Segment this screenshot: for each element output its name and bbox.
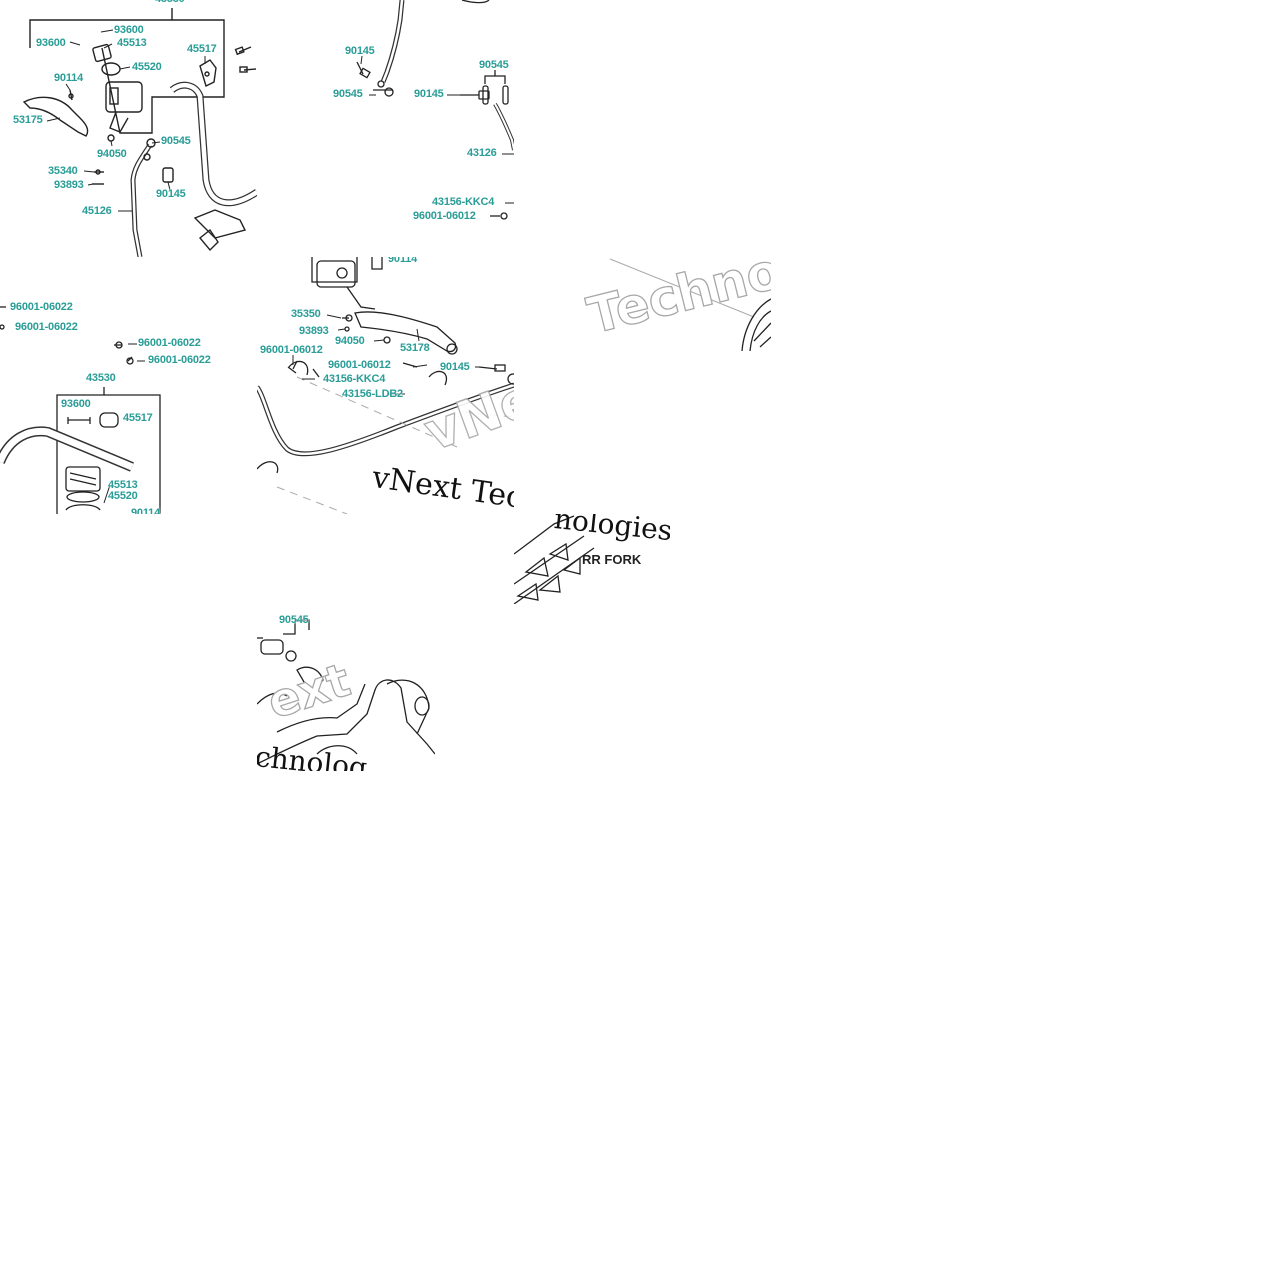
part-label: 90145 (440, 361, 470, 373)
part-label: 90545 (333, 88, 363, 100)
part-label: 43126 (467, 147, 497, 159)
diagram-tile-front-brake-master-cylinder-left: 45530 93600 93600 45513 45520 45517 9011… (0, 0, 257, 257)
part-label: 94050 (335, 335, 365, 347)
part-label: 96001-06012 (328, 359, 391, 371)
part-label: 45530 (155, 0, 185, 5)
part-label: 90145 (156, 188, 186, 200)
part-label: 43530 (86, 372, 116, 384)
diagram-tile-brake-hose: 90145 90545 90545 90145 43126 43156-KKC4… (257, 0, 514, 257)
section-caption: RR FORK (582, 552, 642, 567)
part-label: 94050 (97, 148, 127, 160)
diagram-tile-rear-brake-lever-cable: 90114 35350 93893 94050 53178 96001-0601… (257, 257, 514, 514)
part-label: 90145 (345, 45, 375, 57)
part-label: 93893 (54, 179, 84, 191)
part-label: 35350 (291, 308, 321, 320)
parts-drawing (514, 515, 595, 604)
part-label: 93893 (299, 325, 329, 337)
diagram-tile-rear-fork-bottom: 90545 ext chnolog (257, 604, 435, 771)
diagram-tile-rear-brake-master-cylinder: 96001-06022 96001-06022 96001-06022 9600… (0, 257, 257, 514)
part-label: 90145 (414, 88, 444, 100)
part-label: 43156-KKC4 (432, 196, 495, 208)
part-label: 90545 (479, 59, 509, 71)
part-label: 45517 (187, 43, 217, 55)
part-label: 35340 (48, 165, 78, 177)
parts-drawing (609, 258, 771, 351)
part-label: 45520 (108, 490, 138, 502)
part-label: 53178 (400, 342, 430, 354)
part-label: 96001-06012 (413, 210, 476, 222)
part-label: 96001-06022 (138, 337, 201, 349)
part-label: 45517 (123, 412, 153, 424)
part-label: 93600 (114, 24, 144, 36)
diagram-tile-wheel-watermark: Techno (514, 257, 771, 351)
part-label: 96001-06022 (15, 321, 78, 333)
parts-drawing (22, 8, 257, 257)
part-label: 93600 (61, 398, 91, 410)
diagram-tile-rr-fork: nologies RR FORK (514, 514, 670, 604)
part-label: 90545 (161, 135, 191, 147)
part-label: 96001-06022 (148, 354, 211, 366)
part-label: 90114 (388, 257, 417, 265)
parts-drawing (0, 306, 161, 514)
part-label: 53175 (13, 114, 43, 126)
part-label: 45513 (117, 37, 147, 49)
parts-drawing (257, 257, 514, 514)
part-label: 90545 (279, 614, 309, 626)
part-label: 90114 (54, 72, 83, 84)
part-label: 45513 (108, 479, 138, 491)
part-label: 93600 (36, 37, 66, 49)
part-label: 43156-LDB2 (342, 388, 403, 400)
part-label: 45126 (82, 205, 112, 217)
part-label: 43156-KKC4 (323, 373, 386, 385)
part-label: 45520 (132, 61, 162, 73)
part-label: 90114 (131, 507, 160, 514)
parts-drawing (257, 619, 435, 765)
parts-drawing (356, 0, 514, 220)
part-label: 96001-06012 (260, 344, 323, 356)
part-label: 96001-06022 (10, 301, 73, 313)
